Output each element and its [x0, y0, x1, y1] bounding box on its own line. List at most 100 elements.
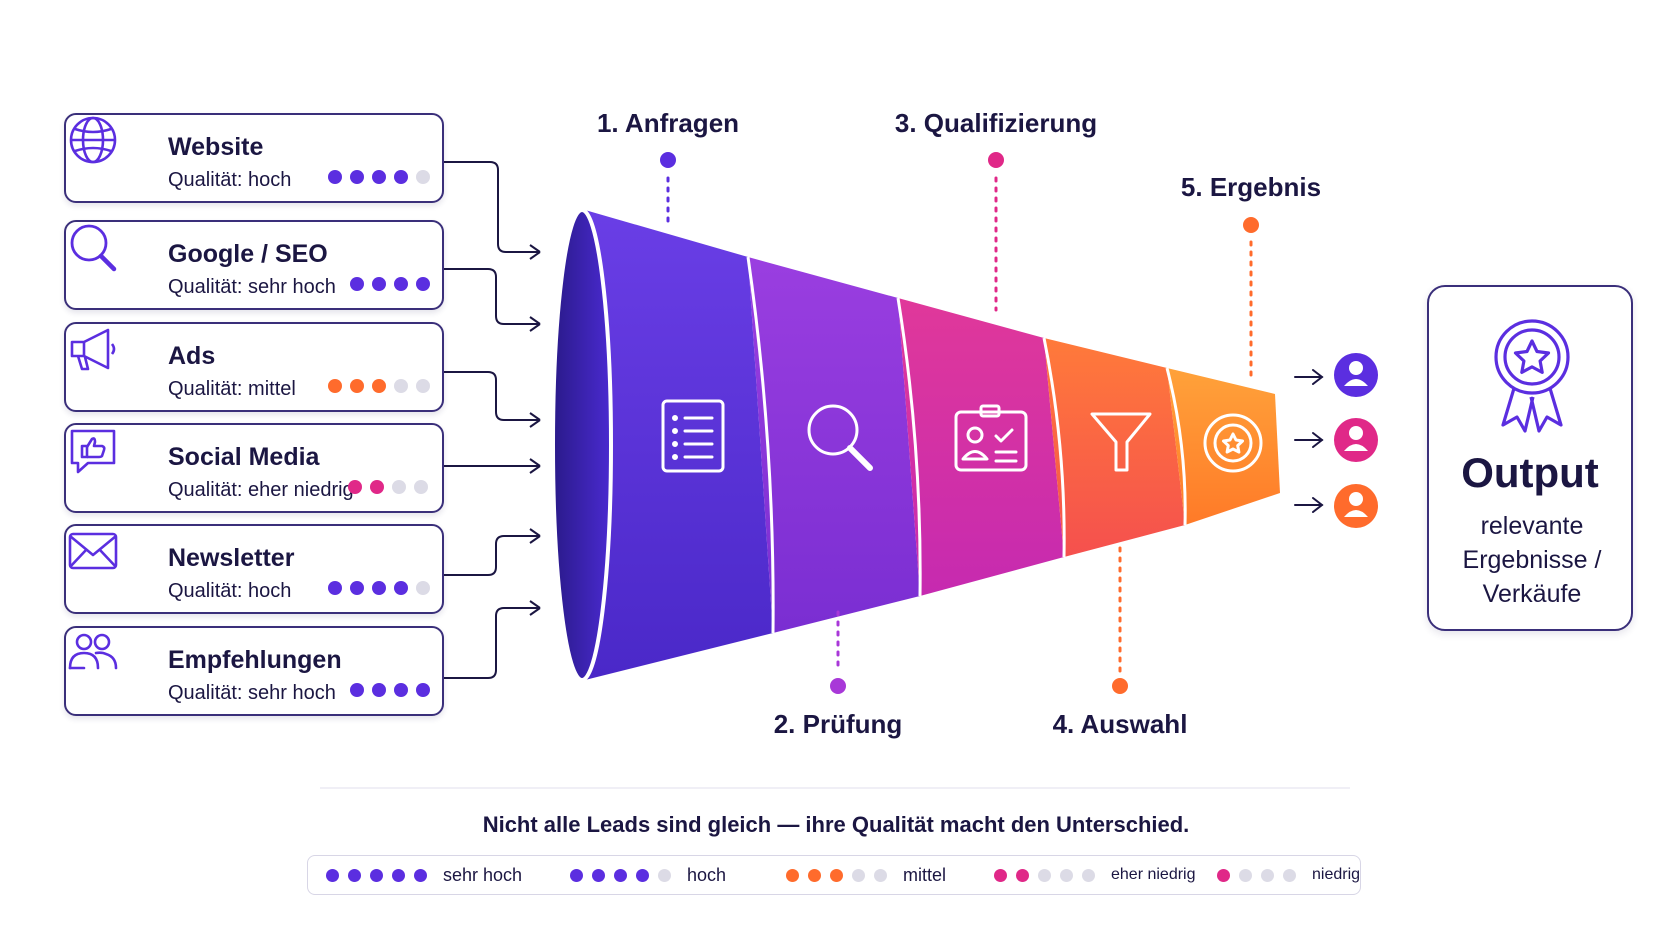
quality-dot	[830, 868, 843, 882]
legend-dots	[994, 868, 1095, 882]
connector-ads	[444, 371, 540, 421]
quality-dot	[392, 868, 405, 882]
quality-dot	[350, 379, 364, 393]
connector-arrowhead	[529, 244, 541, 260]
quality-dot	[394, 170, 408, 184]
stage-label-1: 1. Anfragen	[596, 108, 740, 138]
quality-dot	[416, 379, 430, 393]
quality-dot	[592, 868, 605, 882]
legend-item: sehr hoch	[326, 856, 522, 894]
quality-dot	[416, 277, 430, 291]
source-title: Social Media	[168, 443, 320, 471]
quality-dot	[326, 868, 339, 882]
result-arrow	[1294, 432, 1324, 448]
quality-dot	[414, 480, 428, 494]
person-icon	[1334, 418, 1378, 462]
quality-dot	[614, 868, 627, 882]
quality-dot	[1283, 868, 1296, 882]
legend-dots	[1217, 868, 1296, 882]
output-title: Output	[1461, 449, 1599, 496]
award-ribbon-icon	[1494, 319, 1570, 433]
legend-label: eher niedrig	[1111, 866, 1196, 883]
quality-dot	[350, 581, 364, 595]
quality-dots	[348, 477, 428, 497]
quality-dot	[1016, 868, 1029, 882]
megaphone-icon	[70, 328, 116, 371]
quality-dots	[350, 274, 430, 294]
quality-dot	[570, 868, 583, 882]
quality-dot	[1239, 868, 1252, 882]
quality-dot	[1038, 868, 1051, 882]
source-title: Empfehlungen	[168, 646, 342, 674]
quality-dot	[370, 868, 383, 882]
stage-label-4: 4. Auswahl	[1052, 709, 1188, 739]
connector-arrowhead	[529, 528, 541, 544]
quality-dot	[350, 170, 364, 184]
source-card-social-media: Social Media Qualität: eher niedrig	[64, 423, 444, 513]
quality-dot	[786, 868, 799, 882]
quality-dot	[394, 581, 408, 595]
quality-dot	[414, 868, 427, 882]
stage-marker-1	[660, 152, 676, 168]
quality-dot	[394, 277, 408, 291]
result-arrow	[1294, 497, 1324, 513]
filter-icon	[1090, 412, 1152, 472]
quality-dots	[328, 376, 430, 396]
quality-dot	[350, 683, 364, 697]
quality-dot	[416, 581, 430, 595]
quality-dot	[636, 868, 649, 882]
connector-website	[444, 161, 540, 253]
quality-dot	[348, 868, 361, 882]
stage-marker-5	[1243, 217, 1259, 233]
legend-dots	[326, 868, 427, 882]
quality-dot	[416, 170, 430, 184]
source-quality: Qualität: mittel	[168, 378, 296, 400]
quality-dot	[1060, 868, 1073, 882]
star-badge-icon	[1203, 413, 1263, 473]
person-icon	[1334, 484, 1378, 528]
quality-dot	[348, 480, 362, 494]
output-subtitle: relevante Ergebnisse / Verkäufe	[1462, 512, 1602, 608]
source-title: Website	[168, 133, 264, 161]
result-arrow	[1294, 369, 1324, 385]
source-quality: Qualität: eher niedrig	[168, 479, 354, 501]
quality-dot	[372, 683, 386, 697]
source-quality: Qualität: hoch	[168, 169, 292, 191]
quality-dot	[394, 683, 408, 697]
quality-dot	[1217, 868, 1230, 882]
source-quality: Qualität: sehr hoch	[168, 682, 336, 704]
source-title: Google / SEO	[168, 240, 328, 268]
source-card-ads: Ads Qualität: mittel	[64, 322, 444, 412]
envelope-icon	[68, 532, 118, 570]
quality-dot	[328, 581, 342, 595]
quality-dot	[372, 277, 386, 291]
globe-icon	[69, 116, 117, 164]
source-card-google-seo: Google / SEO Qualität: sehr hoch	[64, 220, 444, 310]
legend-label: niedrig	[1312, 866, 1361, 883]
connector-arrowhead	[529, 458, 541, 474]
quality-dot	[416, 683, 430, 697]
stage-marker-2	[830, 678, 846, 694]
stage-marker-4	[1112, 678, 1128, 694]
quality-dot	[392, 480, 406, 494]
connector-seo	[444, 268, 540, 325]
quality-dots	[328, 167, 430, 187]
funnel-mouth	[551, 208, 613, 682]
funnel-segment-3	[898, 298, 1064, 596]
funnel-segment-5	[1167, 368, 1280, 525]
thumbs-up-chat-icon	[70, 429, 116, 474]
connector-arrowhead	[529, 316, 541, 332]
connector-lines	[444, 161, 541, 679]
connector-arrowhead	[529, 600, 541, 616]
quality-dot	[372, 170, 386, 184]
checklist-icon	[661, 399, 725, 473]
legend-item: mittel	[786, 856, 946, 894]
users-icon	[68, 633, 118, 670]
source-card-website: Website Qualität: hoch	[64, 113, 444, 203]
source-card-empfehlungen: Empfehlungen Qualität: sehr hoch	[64, 626, 444, 716]
quality-dot	[328, 379, 342, 393]
quality-dots	[328, 578, 430, 598]
quality-dots	[350, 680, 430, 700]
quality-dot	[808, 868, 821, 882]
